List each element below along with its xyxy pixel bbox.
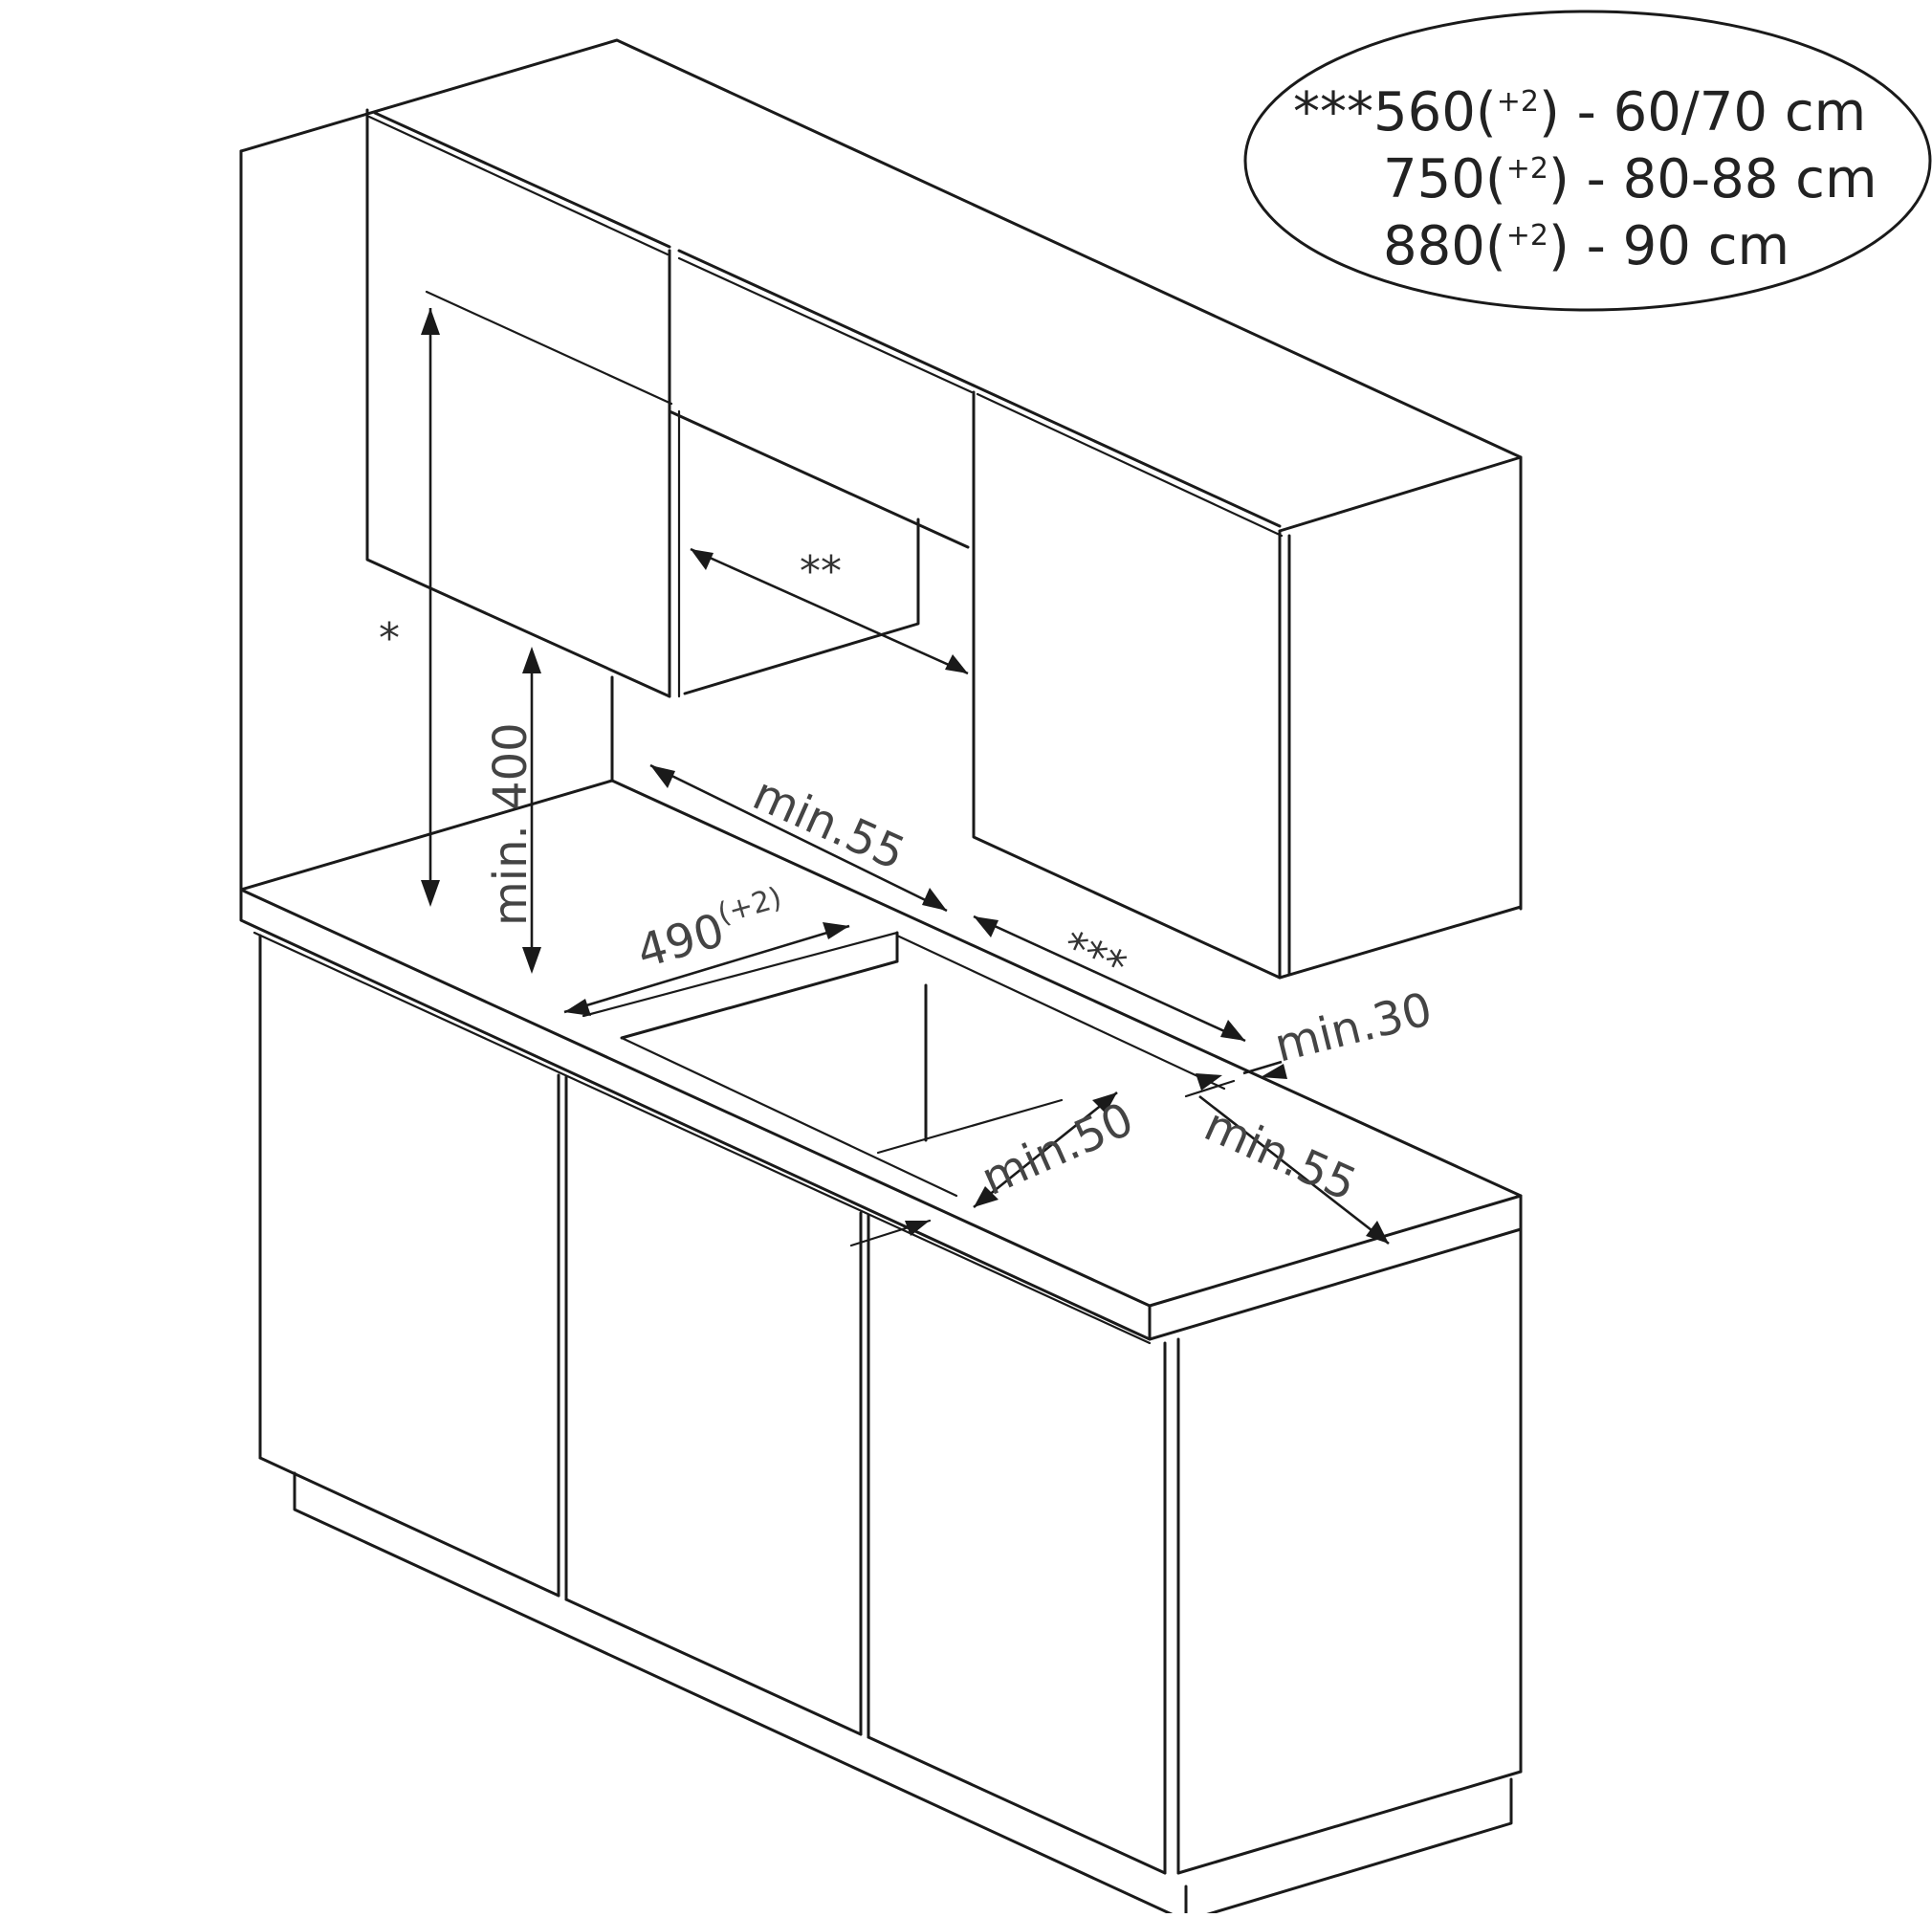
- dimension-label-min-30: min.30: [1269, 982, 1437, 1073]
- legend-row-880: 880(+2) - 90 cm: [1383, 215, 1789, 277]
- dimension-label-min-50: min.50: [974, 1092, 1141, 1206]
- wall-panel: [239, 38, 1523, 920]
- legend-ellipse: [1243, 10, 1932, 312]
- dimension-label-star: *: [379, 614, 400, 663]
- dimension-min-400: [522, 647, 541, 974]
- dimension-label-min-55-top: min.55: [745, 767, 912, 881]
- dimension-star-height: [421, 308, 440, 907]
- dimension-min-30: [1184, 1060, 1287, 1098]
- dimension-min-55-top: [649, 763, 948, 913]
- upper-cabinet-left: [365, 108, 671, 698]
- dimension-label-490: 490(+2): [629, 881, 792, 980]
- dimension-label-three-star: ***: [1056, 921, 1133, 991]
- dimension-min-50: [849, 1091, 1118, 1247]
- size-legend: ***560(+2) - 60/70 cm 750(+2) - 80-88 cm…: [1243, 10, 1932, 312]
- dimension-label-min-55-bottom: min.55: [1197, 1098, 1364, 1212]
- dimension-hood-width: [690, 547, 969, 675]
- dimension-three-star: [973, 915, 1246, 1043]
- upper-cabinet-middle: [425, 249, 976, 698]
- dimension-min-55-bottom: [1198, 1094, 1390, 1246]
- hob-cutout: [582, 931, 1226, 1198]
- legend-row-750: 750(+2) - 80-88 cm: [1383, 148, 1877, 210]
- base-cabinets: [258, 934, 1523, 1918]
- dimension-490: [563, 922, 850, 1016]
- upper-cabinet-right: [972, 384, 1523, 980]
- dimension-label-two-star: **: [800, 547, 842, 596]
- dimension-label-min-400: min. 400: [484, 722, 538, 926]
- legend-row-560: ***560(+2) - 60/70 cm: [1293, 81, 1866, 143]
